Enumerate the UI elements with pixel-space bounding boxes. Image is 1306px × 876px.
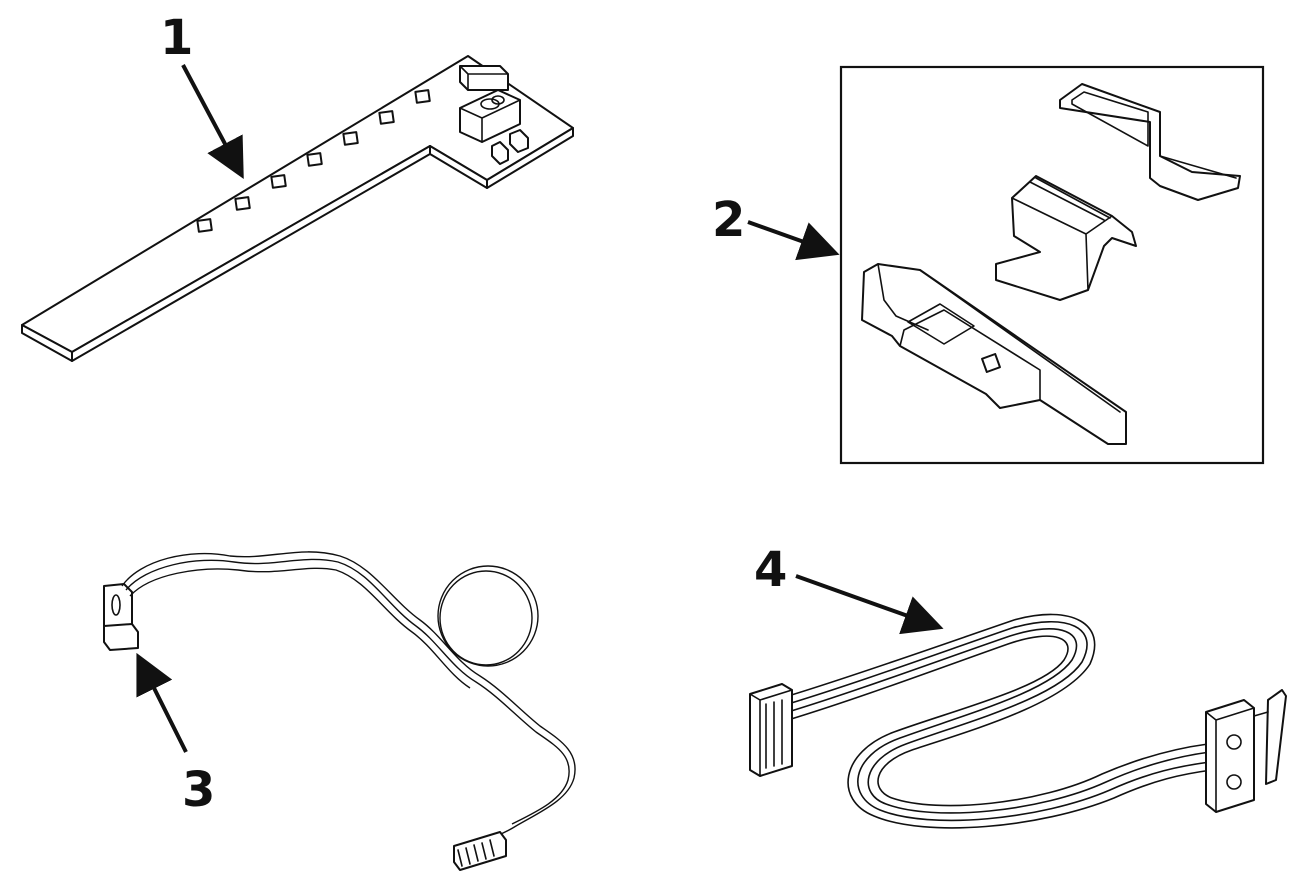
callout-2: 2	[712, 192, 745, 248]
switch-cable-part	[749, 613, 1287, 829]
callout-arrow-1	[181, 64, 244, 180]
callout-3: 3	[182, 762, 215, 818]
callout-arrow-4	[795, 574, 944, 635]
callout-4: 4	[754, 542, 787, 598]
cable-sensor-part	[103, 551, 576, 871]
sensor-row	[196, 89, 431, 233]
callout-arrow-3	[136, 652, 188, 753]
sensor-board-part	[21, 55, 574, 362]
sensor-kit-part	[839, 65, 1265, 465]
callout-arrow-2	[747, 220, 840, 261]
callout-1: 1	[160, 10, 193, 66]
